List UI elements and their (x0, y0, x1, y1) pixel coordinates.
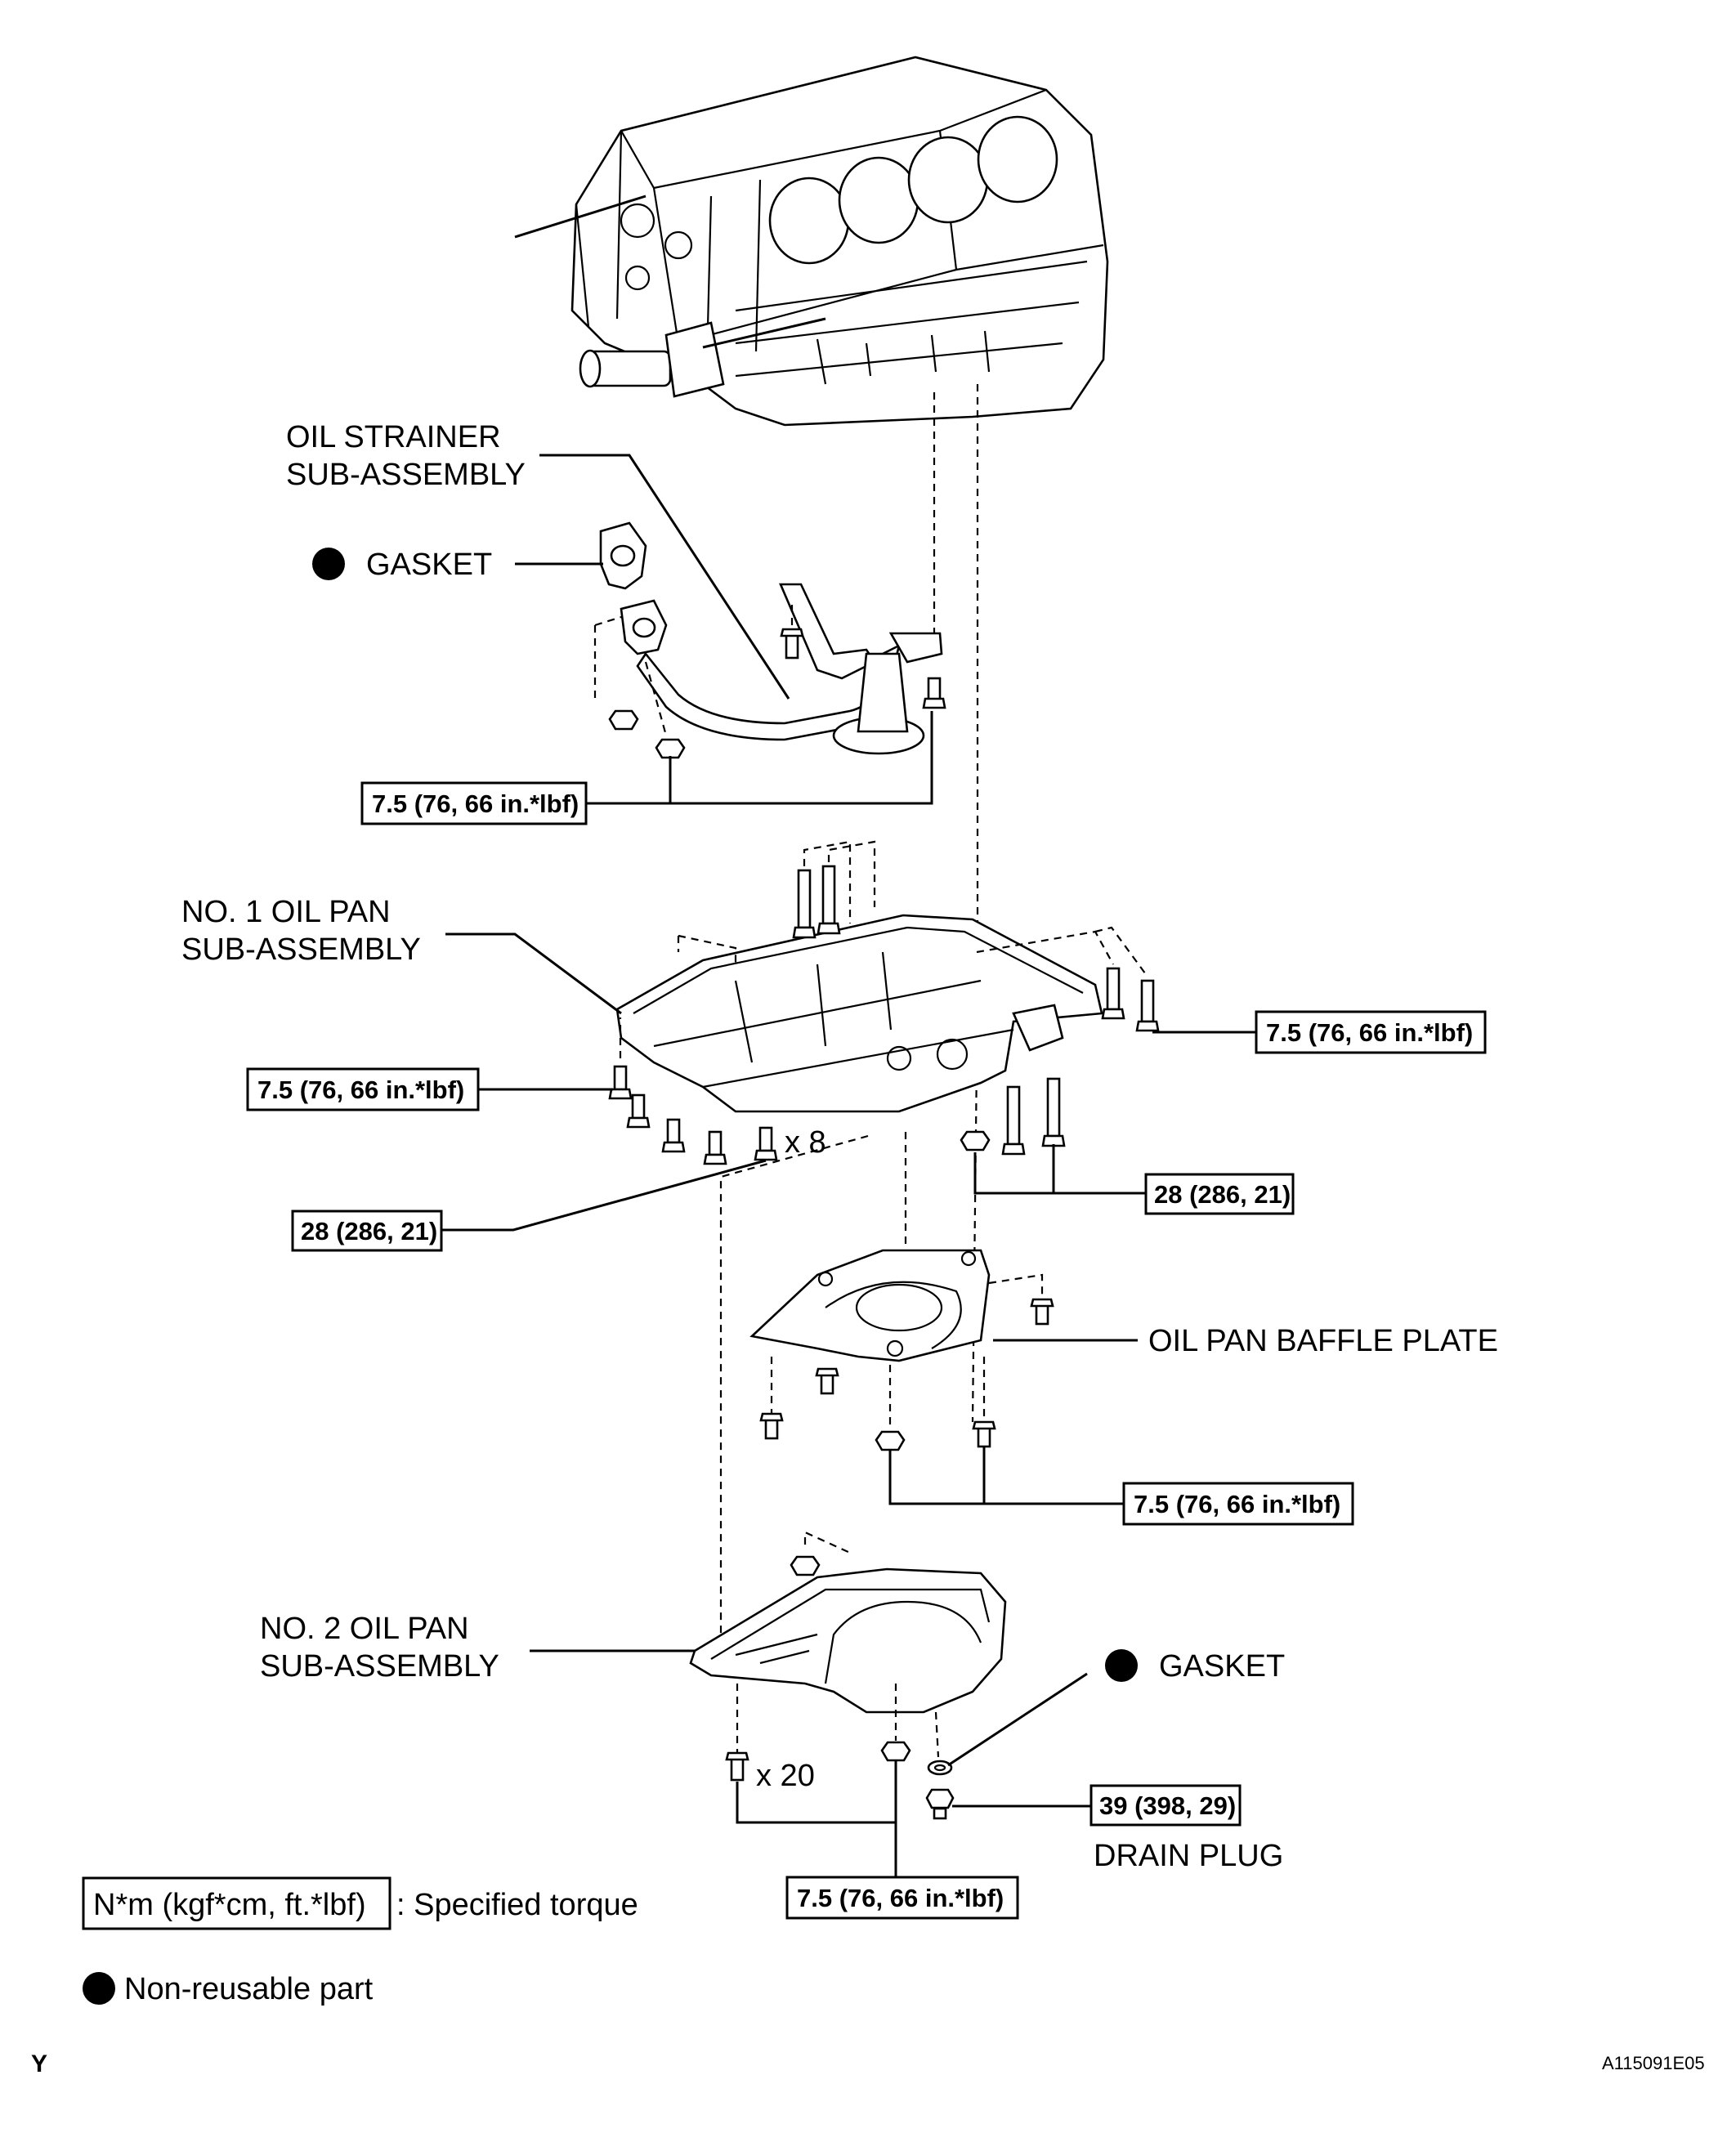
pan2-torque-box (785, 1876, 1019, 1920)
pan1-28-bolt-2 (1041, 1077, 1066, 1147)
pan1-28-right-torque-box (1144, 1173, 1295, 1215)
no1-oil-pan-label-line1: NO. 1 OIL PAN (181, 895, 391, 929)
engine-block-illustration (514, 56, 1109, 427)
baffle-bolt-1 (1030, 1298, 1054, 1326)
legend-torque-desc: : Specified torque (396, 1888, 638, 1922)
pan1-bolt-left-4 (703, 1130, 727, 1165)
baffle-torque-box (1122, 1482, 1354, 1526)
nonreusable-bullet-icon (312, 548, 345, 580)
no1-oil-pan-illustration (608, 840, 1160, 1165)
pan1-bolt-left-3 (661, 1118, 686, 1153)
oil-strainer-label-line2: SUB-ASSEMBLY (286, 458, 526, 492)
drain-plug-torque-value: 39 (398, 29) (1099, 1791, 1236, 1820)
nonreusable-bullet-icon (83, 1972, 115, 2005)
drain-gasket (927, 1760, 953, 1776)
baffle-torque-value: 7.5 (76, 66 in.*lbf) (1134, 1490, 1340, 1518)
pan1-right-torque-box (1255, 1010, 1487, 1054)
pan1-28-left-torque-value: 28 (286, 21) (301, 1217, 437, 1245)
strainer-torque-value: 7.5 (76, 66 in.*lbf) (372, 789, 579, 818)
legend-nonreusable: Non-reusable part (124, 1972, 374, 2006)
pan2-bolt-1 (725, 1751, 749, 1782)
no2-oil-pan-illustration (689, 1531, 1007, 1820)
nonreusable-bullet-icon (1105, 1649, 1138, 1682)
footer-left-code: Y (31, 2050, 47, 2077)
no2-oil-pan-label-line1: NO. 2 OIL PAN (260, 1612, 469, 1646)
pan1-bolt-left-5 (754, 1126, 778, 1161)
oil-pan-baffle-plate-illustration (719, 1132, 1054, 1651)
no1-oil-pan-label-line2: SUB-ASSEMBLY (181, 932, 421, 967)
gasket-drain-label: GASKET (1159, 1649, 1285, 1684)
leader-lines (441, 454, 1256, 1877)
pan1-right-torque-value: 7.5 (76, 66 in.*lbf) (1266, 1018, 1473, 1047)
pan2-torque-value: 7.5 (76, 66 in.*lbf) (797, 1884, 1004, 1912)
strainer-bolt-1 (780, 628, 804, 660)
pan2-bolt-top (790, 1555, 821, 1576)
baffle-bolt-2 (815, 1367, 839, 1395)
baffle-plate-label: OIL PAN BAFFLE PLATE (1148, 1324, 1498, 1358)
pan1-left-torque-value: 7.5 (76, 66 in.*lbf) (257, 1075, 464, 1104)
oil-strainer-label-line1: OIL STRAINER (286, 420, 501, 454)
strainer-torque-box (360, 781, 588, 825)
no2-oil-pan-label-line2: SUB-ASSEMBLY (260, 1649, 499, 1684)
pan1-bolt-left-2 (626, 1093, 651, 1129)
pan1-left-torque-box (246, 1067, 480, 1111)
pan1-28-right-torque-value: 28 (286, 21) (1154, 1180, 1291, 1209)
pan1-bolt-right-2 (1135, 979, 1160, 1032)
pan1-long-bolt-2 (817, 865, 841, 935)
gasket-top-label: GASKET (366, 548, 492, 582)
qty-x20-label: x 20 (756, 1759, 815, 1793)
baffle-bolt-3 (759, 1412, 784, 1440)
pan2-nut (880, 1741, 911, 1762)
pan1-28-nut (960, 1130, 991, 1151)
strainer-nut-2 (655, 738, 686, 759)
drain-plug-part (925, 1788, 955, 1820)
drain-plug-torque-box (1089, 1784, 1242, 1827)
strainer-bolt-2 (922, 677, 946, 709)
pan1-28-left-torque-box (291, 1210, 443, 1252)
drain-plug-label: DRAIN PLUG (1094, 1839, 1283, 1873)
oil-strainer-illustration (593, 521, 946, 759)
pan1-long-bolt-1 (792, 869, 817, 939)
legend-torque-unit: N*m (kgf*cm, ft.*lbf) (93, 1888, 366, 1922)
baffle-bolt-4 (972, 1420, 996, 1448)
pan1-28-bolt-1 (1001, 1085, 1026, 1156)
figure-id: A115091E05 (1602, 2053, 1705, 2073)
strainer-nut-1 (608, 709, 639, 731)
qty-x8-label: x 8 (785, 1125, 826, 1160)
pan1-bolt-left-1 (608, 1065, 633, 1100)
legend-torque-box (82, 1876, 391, 1930)
baffle-nut (875, 1430, 906, 1451)
pan1-bolt-right-1 (1101, 967, 1125, 1020)
